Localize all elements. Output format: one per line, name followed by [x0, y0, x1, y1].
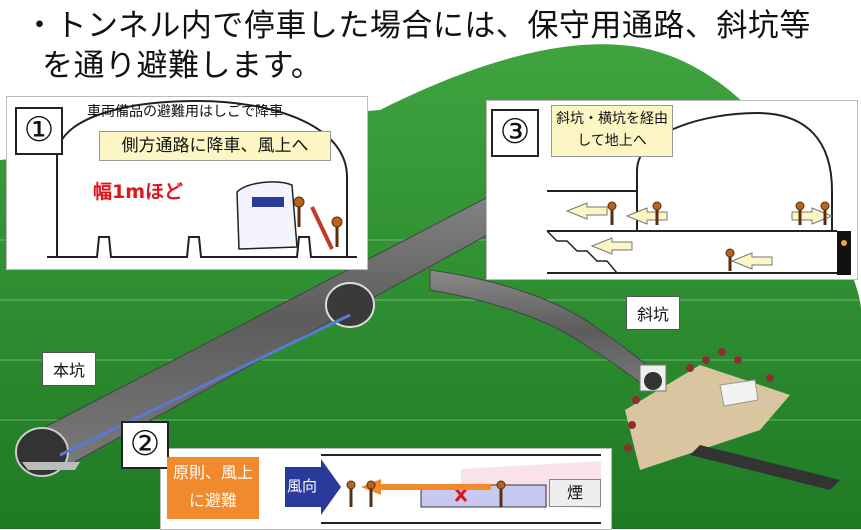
inclined-shaft-label: 斜坑	[626, 296, 681, 330]
wind-label: 風向	[287, 477, 318, 495]
tunnel-cross-section-3	[487, 111, 851, 279]
evacuee-figures	[293, 196, 343, 247]
panel-3-note: 斜坑・横坑を経由して地上へ	[551, 105, 673, 157]
panel-1-note: 側方通路に降車、風上へ	[99, 131, 331, 161]
tunnel-cross-section-1	[47, 99, 357, 258]
panel-2-upwind-escape: ② 原則、風上に避難 風向 煙	[121, 421, 612, 530]
main-tunnel-label: 本坑	[42, 352, 97, 386]
title-line-1: ・トンネル内で停車した場合には、保守用通路、斜坑等	[24, 8, 811, 44]
panel-3-shaft-escape: ③ 斜坑・横坑を経由して地上へ	[486, 100, 858, 280]
smoke-label: 煙	[549, 479, 601, 507]
cutaway-portal	[325, 282, 375, 328]
width-note: 幅1mほど	[93, 181, 184, 203]
title-line-2: を通り避難します。	[42, 48, 323, 84]
step-number-1: ①	[15, 107, 63, 155]
signal-box	[837, 231, 851, 275]
panel-1-ladder-descent: ① 車両備品の避難用はしごで降車 側方通路に降車、風上へ 幅1mほど	[6, 96, 368, 270]
escape-direction-arrow	[361, 479, 491, 495]
wind-direction-arrow	[285, 459, 341, 515]
evacuee-figures-3	[607, 201, 830, 271]
step-number-2: ②	[121, 421, 169, 469]
upwind-action-label: 原則、風上に避難	[167, 457, 259, 519]
panel-1-caption: 車両備品の避難用はしごで降車	[87, 104, 284, 120]
train-car	[236, 181, 298, 250]
page-title: ・トンネル内で停車した場合には、保守用通路、斜坑等 を通り避難します。	[24, 6, 854, 86]
step-number-3: ③	[491, 109, 539, 157]
evacuee-figures-2	[346, 480, 506, 507]
exit-building	[719, 379, 759, 407]
